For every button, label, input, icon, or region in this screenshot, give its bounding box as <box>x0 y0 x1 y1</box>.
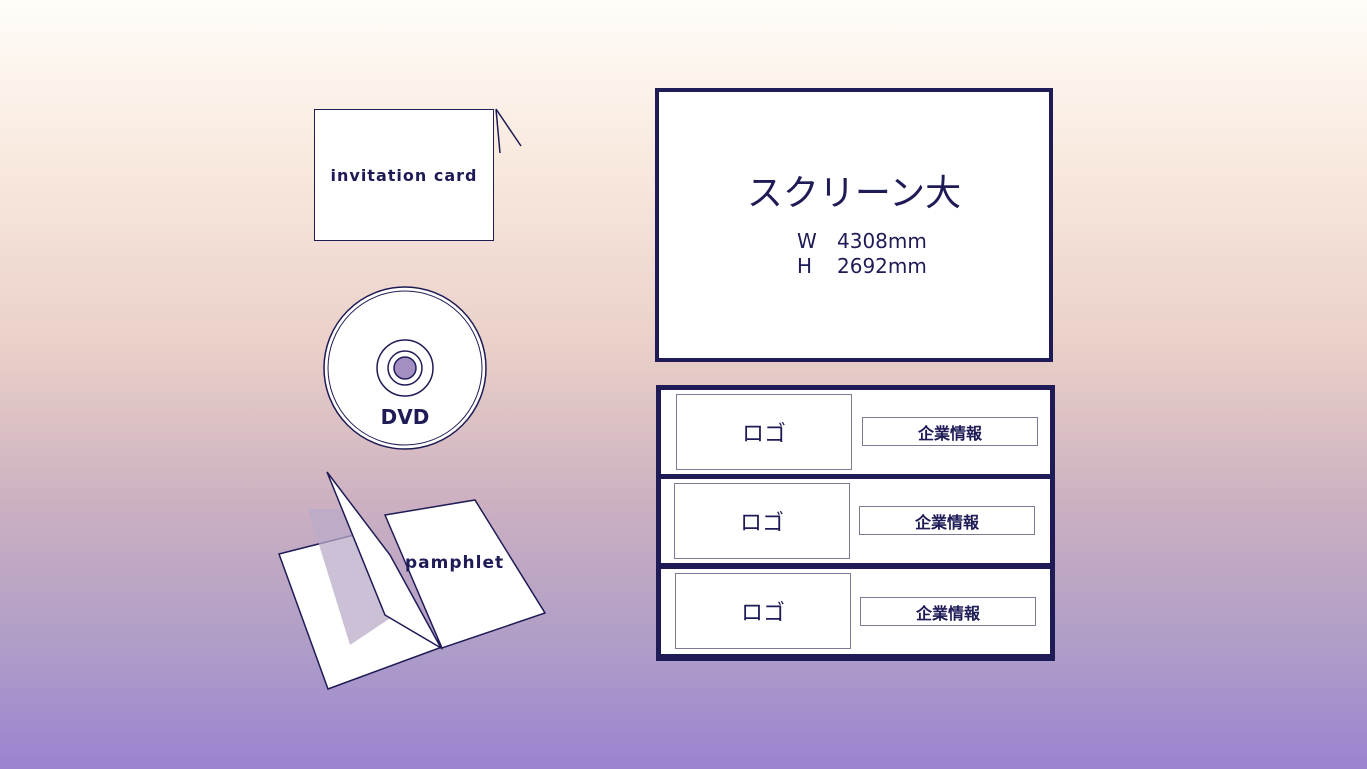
banner-row: ロゴ 企業情報 <box>661 569 1050 654</box>
invitation-card: invitation card <box>314 109 494 241</box>
height-key: H <box>797 254 813 278</box>
screen-height-row: H 2692mm <box>797 254 927 279</box>
pamphlet-label: pamphlet <box>405 553 505 573</box>
screen-title: スクリーン大 <box>746 173 962 214</box>
pamphlet-icon <box>278 471 547 690</box>
logo-placeholder: ロゴ <box>674 483 850 559</box>
company-info-placeholder: 企業情報 <box>860 597 1036 626</box>
dvd-label: DVD <box>380 405 430 429</box>
screen-dimensions: W 4308mm H 2692mm <box>797 229 927 279</box>
logo-placeholder: ロゴ <box>676 394 852 470</box>
screen-width-row: W 4308mm <box>797 229 927 254</box>
banner-stack: ロゴ 企業情報 ロゴ 企業情報 ロゴ 企業情報 <box>656 385 1055 661</box>
height-value: 2692mm <box>837 254 927 278</box>
width-value: 4308mm <box>837 229 927 253</box>
invitation-card-label: invitation card <box>330 165 478 185</box>
logo-placeholder: ロゴ <box>675 573 851 649</box>
dvd-disc-icon <box>323 286 487 450</box>
large-screen-panel: スクリーン大 W 4308mm H 2692mm <box>655 88 1053 362</box>
width-key: W <box>797 229 817 253</box>
company-info-placeholder: 企業情報 <box>859 506 1035 535</box>
company-info-placeholder: 企業情報 <box>862 417 1038 446</box>
banner-row: ロゴ 企業情報 <box>661 390 1050 474</box>
invitation-card-flap-icon <box>495 108 522 154</box>
banner-row: ロゴ 企業情報 <box>661 479 1050 563</box>
